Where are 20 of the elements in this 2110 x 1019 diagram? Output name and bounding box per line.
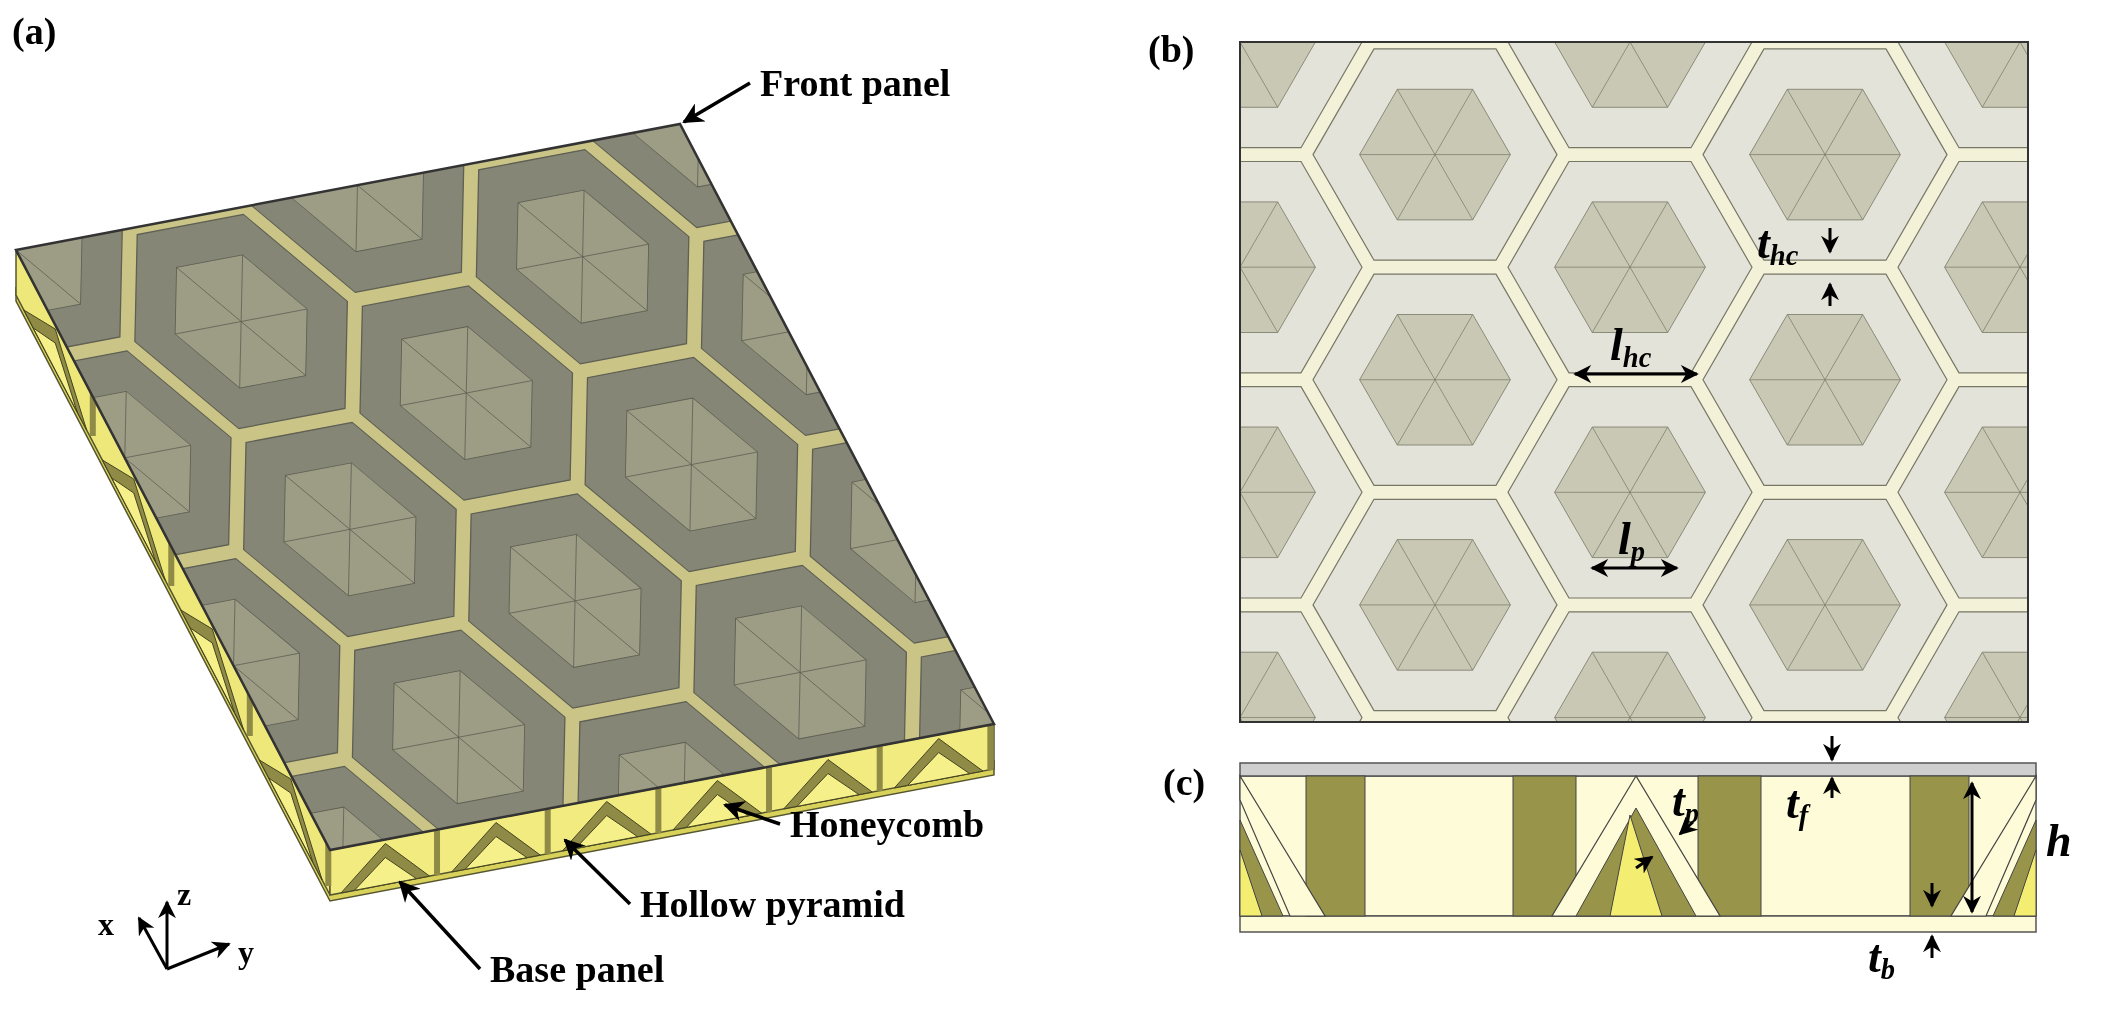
leader-line (682, 81, 751, 124)
dimension-label: h (2046, 818, 2072, 864)
dimension-label: l$_{p}$ (1618, 516, 1646, 567)
axis-label: z (177, 878, 192, 910)
dimension-label: t$_{hc}$ (1757, 220, 1799, 271)
part-label: Honeycomb (790, 805, 985, 843)
axis-label: y (238, 936, 254, 968)
leader-line (398, 880, 482, 971)
part-label: Hollow pyramid (640, 885, 905, 923)
panel-letter: (a) (12, 12, 57, 50)
panel-letter: (c) (1163, 763, 1206, 801)
axis-label: x (98, 908, 114, 940)
panel-letter: (b) (1148, 30, 1195, 68)
dimension-label: l$_{hc}$ (1610, 322, 1652, 373)
leader-line (723, 801, 781, 826)
part-label: Base panel (490, 950, 665, 988)
dimension-label: t$_{b}$ (1868, 934, 1896, 985)
leader-line (563, 838, 632, 906)
part-label: Front panel (760, 64, 951, 102)
dimension-label: t$_{f}$ (1786, 780, 1809, 831)
